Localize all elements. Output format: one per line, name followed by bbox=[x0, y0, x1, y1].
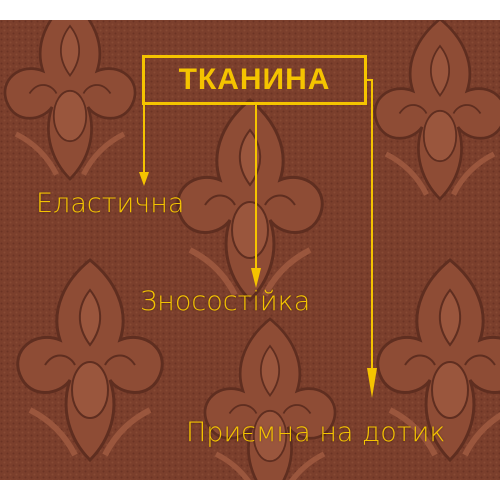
feature-label-durable: Зносостійка bbox=[140, 286, 311, 317]
feature-label-pleasant: Приємна на дотик bbox=[186, 417, 446, 448]
fabric-background bbox=[0, 20, 500, 480]
damask-pattern bbox=[0, 20, 500, 480]
title-box: ТКАНИНА bbox=[142, 55, 367, 105]
title-text: ТКАНИНА bbox=[178, 63, 331, 96]
feature-label-elastic: Еластична bbox=[36, 188, 185, 219]
